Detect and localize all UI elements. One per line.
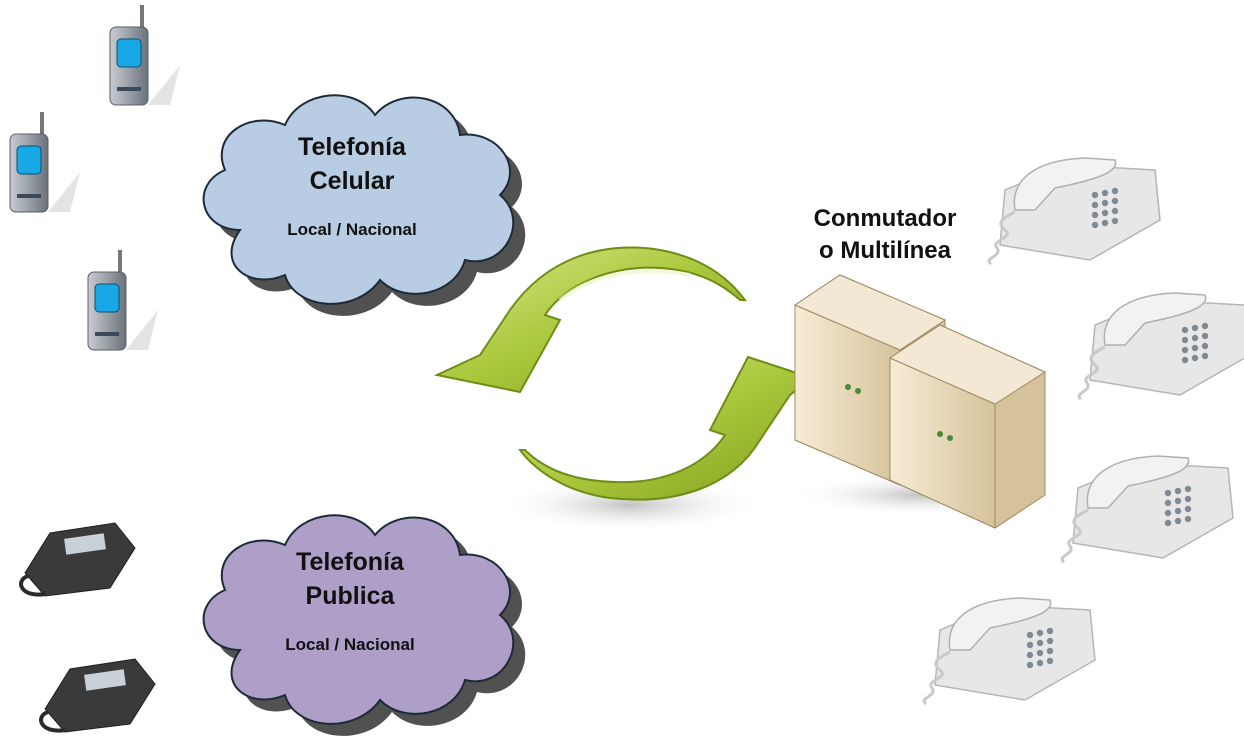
switch-label: Conmutador o Multilínea (775, 203, 995, 267)
switch-label-line2: o Multilínea (819, 237, 951, 264)
cloud-celular-title-line1: Telefonía (298, 133, 406, 161)
desk-phone-icon (1077, 291, 1244, 401)
sync-arrows-shadow (495, 477, 765, 533)
ip-phone-icon (19, 521, 137, 598)
cloud-publica-title-line2: Publica (305, 582, 395, 610)
cloud-celular-subtitle: Local / Nacional (287, 220, 417, 239)
ip-phone-icon (39, 657, 157, 734)
sync-arrows-icon (433, 246, 815, 501)
server-icon (888, 324, 1047, 529)
cell-phone-icon (87, 249, 159, 351)
desk-phone-icon (922, 596, 1097, 706)
switch-label-line1: Conmutador (813, 205, 957, 232)
cell-phone-icon (9, 111, 81, 213)
cloud-publica-title-line1: Telefonía (296, 548, 404, 576)
desk-phone-icon (987, 156, 1162, 266)
desk-phone-icon (1060, 454, 1235, 564)
cloud-celular-title-line2: Celular (309, 167, 395, 195)
cloud-publica-label: Telefonía Publica Local / Nacional (250, 545, 450, 655)
cell-phone-icon (109, 4, 181, 106)
cloud-celular-label: Telefonía Celular Local / Nacional (252, 130, 452, 240)
cloud-publica-subtitle: Local / Nacional (285, 635, 415, 654)
